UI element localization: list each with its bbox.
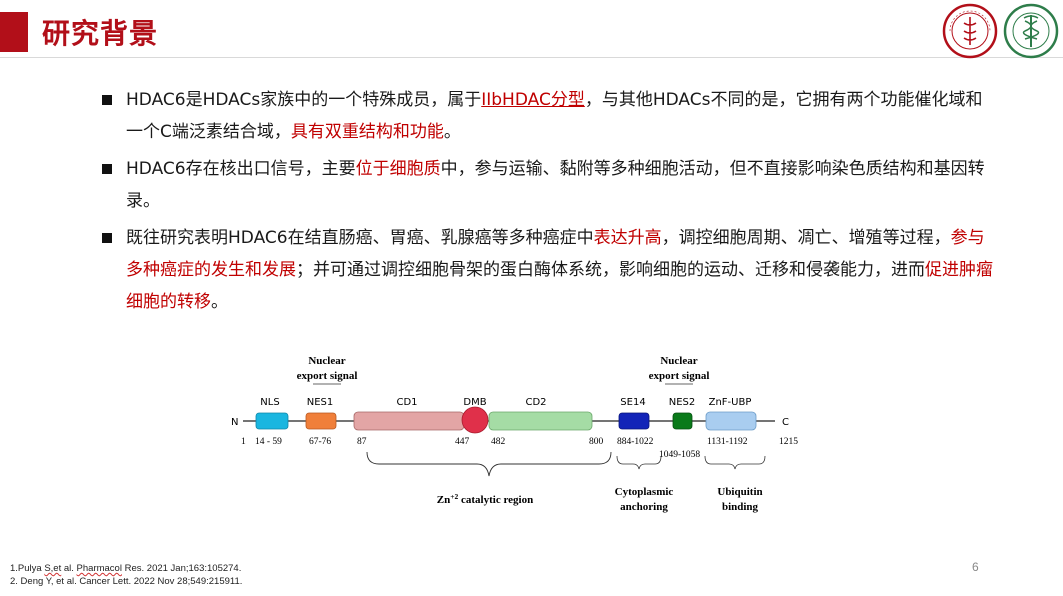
bullet-square-icon <box>102 164 112 174</box>
anchoring-brace <box>616 455 662 470</box>
se14-domain <box>618 412 650 430</box>
position-end: 1215 <box>779 437 798 447</box>
text-segment: ；并可通过调控细胞骨架的蛋白酶体系统，影响细胞的运动、迁移和侵袭能力，进而 <box>296 260 925 280</box>
cd1-domain <box>353 411 465 431</box>
znf-ubp-domain <box>705 411 757 431</box>
university-seal-icon <box>942 3 998 59</box>
position-cd2-end: 800 <box>589 437 604 447</box>
binding-brace <box>704 455 766 470</box>
text-segment: 。 <box>211 292 228 312</box>
position-start: 1 <box>241 437 246 447</box>
nes2-title-line2: export signal <box>649 370 710 382</box>
text-segment: ，调控细胞周期、凋亡、增殖等过程， <box>661 228 951 248</box>
dmb-label: DMB <box>463 397 486 408</box>
highlight-text: IIbHDAC分型 <box>481 90 585 110</box>
c-terminus-label: C <box>782 417 789 428</box>
page-number: 6 <box>972 560 979 574</box>
position-cd1-start: 87 <box>357 437 367 447</box>
bullet-square-icon <box>102 233 112 243</box>
binding-label: binding <box>722 501 759 513</box>
page-title: 研究背景 <box>42 17 159 50</box>
nes2-title-line1: Nuclear <box>660 355 697 367</box>
znf-ubp-label: ZnF-UBP <box>709 397 752 408</box>
position-nls: 14 - 59 <box>255 437 282 447</box>
n-terminus-label: N <box>231 417 238 428</box>
hdac6-domain-diagram: Nuclear export signal Nuclear export sig… <box>231 355 798 513</box>
cd2-domain <box>488 411 593 431</box>
dmb-domain <box>461 406 489 434</box>
nes1-label: NES1 <box>307 397 334 408</box>
bullet-list: HDAC6是HDACs家族中的一个特殊成员，属于IIbHDAC分型，与其他HDA… <box>96 84 996 323</box>
nes2-label: NES2 <box>669 397 696 408</box>
text-segment: 既往研究表明HDAC6在结直肠癌、胃癌、乳腺癌等多种癌症中 <box>126 228 594 248</box>
position-cd2-start: 482 <box>491 437 506 447</box>
highlight-text: 参与多种癌症的发生和发展 <box>126 228 985 280</box>
position-nes2: 1049-1058 <box>659 450 700 460</box>
cytoplasmic-label: Cytoplasmic <box>615 486 674 498</box>
bullet-item: HDAC6存在核出口信号，主要位于细胞质中，参与运输、黏附等多种细胞活动，但不直… <box>96 153 996 217</box>
text-segment: ，与其他HDACs不同的是，它拥有两个功能催化域和一个C端泛素结合域， <box>126 90 983 142</box>
bullet-item: 既往研究表明HDAC6在结直肠癌、胃癌、乳腺癌等多种癌症中表达升高，调控细胞周期… <box>96 222 996 318</box>
bullet-item: HDAC6是HDACs家族中的一个特殊成员，属于IIbHDAC分型，与其他HDA… <box>96 84 996 148</box>
catalytic-region-brace <box>366 451 612 477</box>
reference-2: 2. Deng Y, et al. Cancer Lett. 2022 Nov … <box>10 576 243 587</box>
nes2-domain <box>672 412 693 430</box>
se14-label: SE14 <box>620 397 645 408</box>
text-segment: 。 <box>443 122 461 142</box>
nes1-title-line1: Nuclear <box>308 355 345 367</box>
position-dmb: 447 <box>455 437 470 447</box>
reference-1: 1.Pulya S,et al. Pharmacol Res. 2021 Jan… <box>10 563 242 574</box>
highlight-text: 促进肿瘤细胞的转移 <box>126 260 993 312</box>
highlight-text: 位于细胞质 <box>355 159 441 179</box>
highlight-text: 表达升高 <box>593 228 662 248</box>
nes1-domain <box>305 412 337 430</box>
position-nes1: 67-76 <box>309 437 331 447</box>
position-znf-ubp: 1131-1192 <box>707 437 748 447</box>
references: 1.Pulya S,et al. Pharmacol Res. 2021 Jan… <box>10 562 242 588</box>
catalytic-region-label: Zn+2 catalytic region <box>437 492 533 507</box>
nls-domain <box>255 412 289 430</box>
text-segment: HDAC6是HDACs家族中的一个特殊成员，属于 <box>126 90 482 110</box>
medical-caduceus-emblem-icon <box>1003 3 1059 59</box>
cd1-label: CD1 <box>396 397 417 408</box>
nes1-title-line2: export signal <box>297 370 358 382</box>
highlight-text: 具有双重结构和功能 <box>290 122 444 142</box>
nls-label: NLS <box>260 397 279 408</box>
text-segment: HDAC6存在核出口信号，主要 <box>126 159 356 179</box>
header-divider <box>0 57 1063 58</box>
title-accent-bar <box>0 12 28 52</box>
cd2-label: CD2 <box>525 397 546 408</box>
position-se14: 884-1022 <box>617 437 654 447</box>
bullet-square-icon <box>102 95 112 105</box>
anchoring-label: anchoring <box>620 501 668 513</box>
text-segment: 中，参与运输、黏附等多种细胞活动，但不直接影响染色质结构和基因转录。 <box>126 159 985 211</box>
ubiquitin-label: Ubiquitin <box>717 486 762 498</box>
